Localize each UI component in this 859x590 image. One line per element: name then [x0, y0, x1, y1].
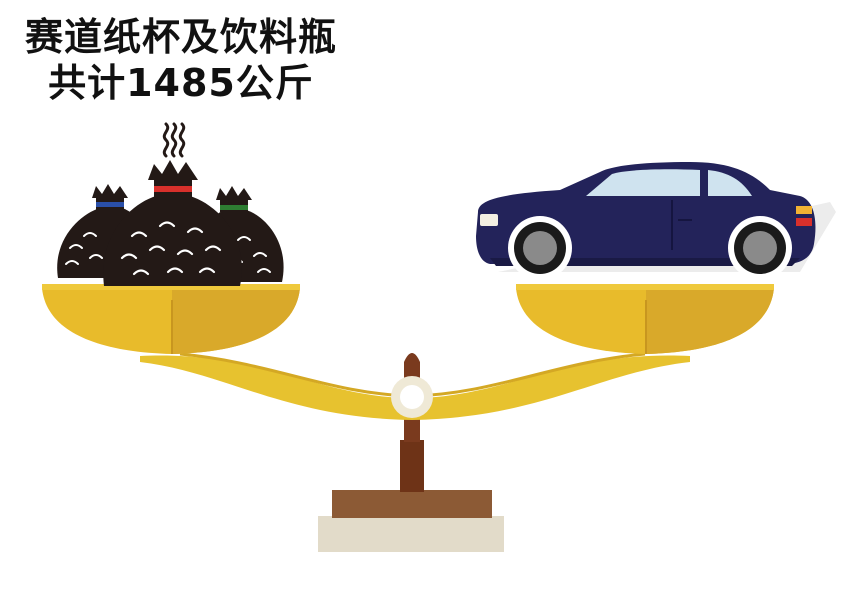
pivot-hub	[391, 376, 433, 418]
left-pan	[42, 284, 300, 354]
garbage-bags-icon	[57, 122, 284, 286]
scale-base	[318, 490, 504, 552]
base-top-block	[332, 490, 492, 518]
base-bottom-block	[318, 516, 504, 552]
headline: 赛道纸杯及饮料瓶 共计1485公斤	[6, 14, 356, 106]
car-wheel-front	[508, 216, 572, 280]
headline-line-2: 共计1485公斤	[48, 61, 314, 105]
right-pan	[516, 284, 774, 354]
smell-lines-icon	[162, 122, 186, 158]
car-icon	[476, 162, 836, 280]
headline-line-1: 赛道纸杯及饮料瓶	[24, 15, 337, 59]
car-wheel-rear	[728, 216, 792, 280]
scale-beam	[140, 352, 690, 420]
garbage-bag-center	[103, 122, 242, 286]
scale-post	[400, 353, 424, 492]
